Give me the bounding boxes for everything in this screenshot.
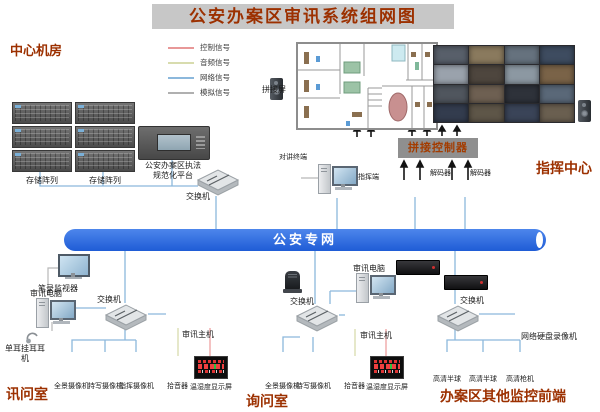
switch-icon: [104, 301, 148, 333]
headset-label: 单耳挂耳耳机: [5, 344, 45, 363]
switch-label: 交换机: [460, 296, 484, 305]
interrogation-pc-icon: [36, 296, 76, 330]
speaker-icon: [270, 78, 283, 100]
decoder-icon: [396, 260, 440, 275]
wall-cell: [434, 84, 469, 103]
inquiry-pc-label: 审讯电脑: [353, 264, 385, 273]
wall-cell: [469, 84, 504, 103]
wall-cell: [469, 65, 504, 84]
wall-cell: [539, 103, 574, 122]
decoder-icon: [444, 275, 488, 290]
legend-item-control: 控制信号: [168, 42, 230, 53]
nvr-label: 网络硬盘录像机: [521, 332, 577, 341]
wall-cell: [469, 103, 504, 122]
inquiry-host-label: 审讯主机: [360, 331, 392, 340]
law-platform-label: 公安办案区执法规范化平台: [145, 161, 201, 180]
storage-array-label: 存储阵列: [89, 176, 121, 185]
decoder-label: 解码器: [430, 170, 451, 177]
legend-item-audio: 音频信号: [168, 57, 230, 68]
wall-cell: [504, 103, 539, 122]
switch-label: 交换机: [290, 297, 314, 306]
record-monitor-label: 笔录监视器: [38, 284, 78, 293]
control-signal-line: [168, 46, 194, 49]
analog-signal-line: [168, 91, 194, 94]
wall-cell: [504, 65, 539, 84]
region-label-inquiry-room: 询问室: [246, 393, 288, 409]
speaker-icon: [578, 100, 591, 122]
switch-icon: [436, 302, 480, 334]
panorama-camera-label: 全景摄像机: [54, 383, 89, 390]
decoder-label: 解码器: [470, 170, 491, 177]
audio-signal-line: [168, 61, 194, 64]
temp-humidity-display-label: 温湿度显示屏: [190, 384, 232, 391]
region-label-other-area: 办案区其他监控前端: [440, 388, 566, 404]
closeup-camera-label: 特写摄像机: [296, 383, 331, 390]
wall-cell: [539, 65, 574, 84]
storage-array-icon: [75, 102, 135, 174]
wall-cell: [504, 84, 539, 103]
temp-humidity-display-label: 温湿度显示屏: [366, 384, 408, 391]
intercom-label: 对讲终端: [279, 154, 307, 161]
command-pc-icon: [318, 162, 358, 196]
hd-dome-camera-label: 高清半球: [433, 376, 461, 383]
interrogation-host-label: 审讯主机: [182, 330, 214, 339]
switch-label: 交换机: [186, 192, 210, 201]
network-signal-line: [168, 76, 194, 79]
legend-item-network: 网络信号: [168, 72, 230, 83]
storage-array-icon: [12, 102, 72, 174]
floor-plan: [296, 42, 438, 130]
storage-array-label: 存储阵列: [26, 176, 58, 185]
legend-label: 控制信号: [200, 43, 230, 52]
command-camera-label: 指挥摄像机: [119, 383, 154, 390]
network-lines: [39, 160, 521, 352]
temp-humidity-display-icon: [194, 356, 228, 379]
analog-lines: [47, 177, 318, 331]
legend-label: 网络信号: [200, 73, 230, 82]
panorama-camera-label: 全景摄像机: [265, 383, 300, 390]
splice-screen-label: 拼接屏: [262, 85, 286, 94]
interrogation-pc-label: 审讯电脑: [30, 289, 62, 298]
region-label-command-center: 指挥中心: [536, 160, 592, 176]
record-monitor-icon: [58, 254, 90, 280]
legend-item-analog: 模拟信号: [168, 87, 230, 98]
inquiry-pc-icon: [356, 271, 396, 305]
wall-cell: [539, 46, 574, 65]
police-network-bar: 公安专网: [64, 229, 546, 251]
region-label-center-room: 中心机房: [10, 43, 63, 58]
video-wall: [433, 45, 575, 123]
audio-lines: [177, 328, 356, 356]
control-lines: [209, 328, 387, 356]
temp-humidity-display-icon: [370, 356, 404, 379]
switch-icon: [295, 302, 339, 334]
wall-cell: [434, 46, 469, 65]
region-label-interrogation-room: 讯问室: [6, 386, 48, 402]
audio-pickup-label: 拾音器: [167, 383, 188, 390]
hd-bullet-camera-label: 高清枪机: [506, 376, 534, 383]
legend-label: 音频信号: [200, 58, 230, 67]
wall-cell: [434, 103, 469, 122]
audio-pickup-label: 拾音器: [344, 383, 365, 390]
law-platform-server-icon: [138, 126, 210, 160]
wall-cell: [504, 46, 539, 65]
legend-label: 模拟信号: [200, 88, 230, 97]
hd-dome-camera-label: 高清半球: [469, 376, 497, 383]
splice-controller: 拼接控制器: [398, 138, 478, 158]
closeup-camera-label: 特写摄像机: [88, 383, 123, 390]
switch-icon: [196, 166, 240, 198]
command-pc-label: 指挥端: [358, 174, 379, 181]
wall-cell: [539, 84, 574, 103]
page-title: 公安办案区审讯系统组网图: [152, 4, 454, 29]
headset-icon: [24, 329, 40, 345]
wall-cell: [434, 65, 469, 84]
wall-cell: [469, 46, 504, 65]
switch-label: 交换机: [97, 295, 121, 304]
intercom-icon: [283, 271, 302, 293]
